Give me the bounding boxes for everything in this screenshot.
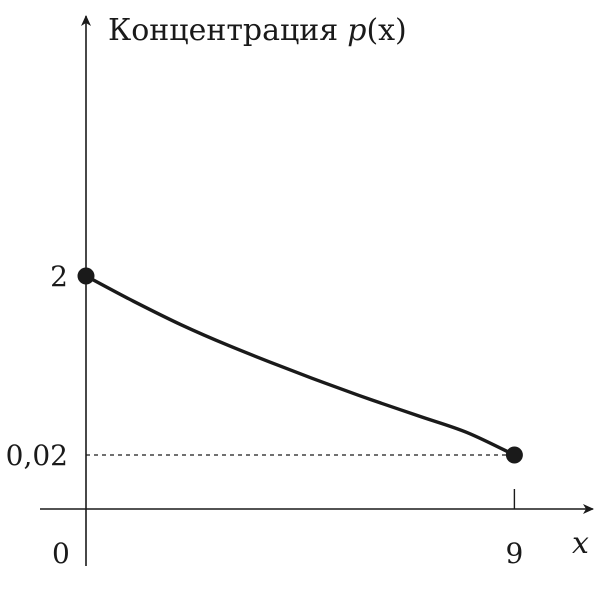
endpoint-1 [505,446,523,464]
x-tick-labels: 9 [505,537,523,570]
data-points [77,267,523,464]
y-tick-label-1: 0,02 [6,439,68,472]
y-axis-label-func: p [347,13,366,48]
y-axis-label: Концентрация p(x) [108,13,407,48]
y-axis-label-var: (x) [366,13,406,48]
x-axis-label: x [572,526,589,561]
y-tick-label-0: 2 [50,260,68,293]
origin-label: 0 [52,537,70,570]
series-line [84,274,517,457]
x-tick-label-0: 9 [505,537,523,570]
y-tick-labels: 20,02 [6,260,68,472]
y-axis-label-text: Концентрация [108,13,338,48]
endpoint-0 [77,267,95,285]
